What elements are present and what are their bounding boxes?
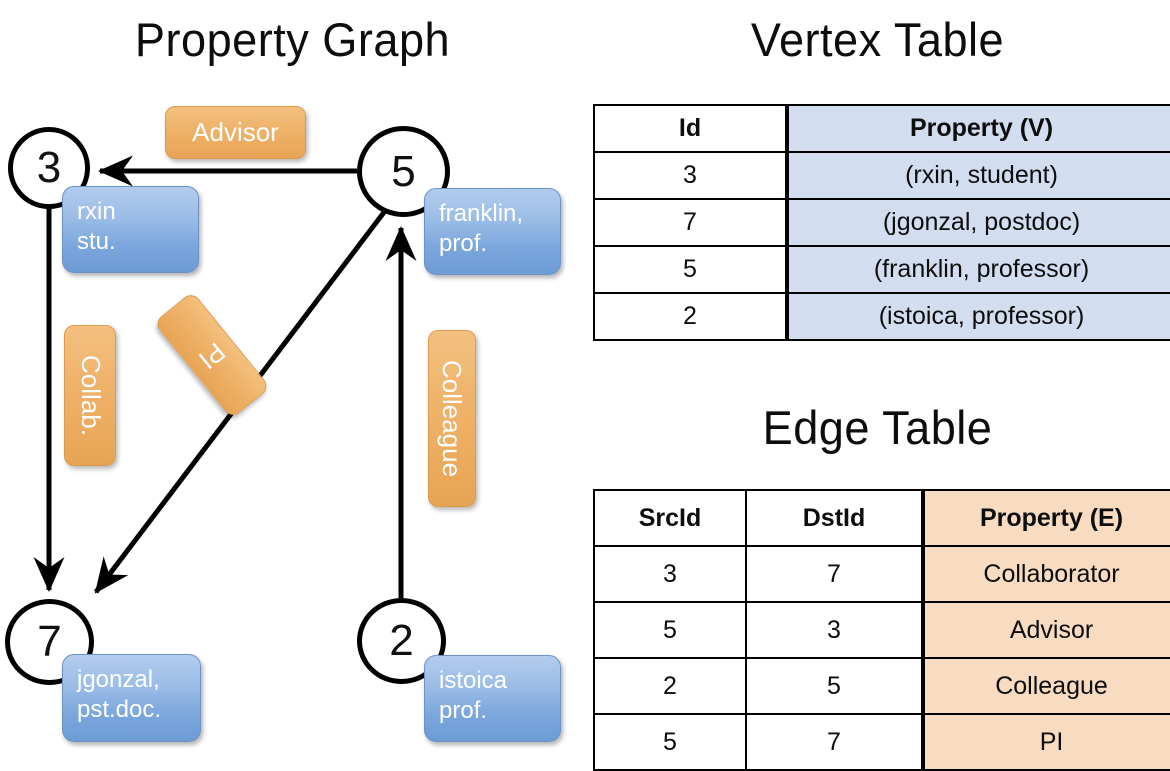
graph-node-5[interactable]: 5 (357, 126, 450, 217)
edge-label-collab[interactable]: Collab. (64, 325, 116, 466)
node-property-line1: istoica (439, 667, 508, 694)
cell-property: Colleague (921, 657, 1170, 715)
cell-dstid: 7 (745, 545, 924, 603)
node-property-line2: prof. (439, 230, 488, 257)
table-row[interactable]: 5 (franklin, professor) (593, 245, 1170, 294)
cell-dstid: 7 (745, 713, 924, 771)
cell-dstid: 3 (745, 601, 924, 659)
column-header-dstid: DstId (745, 489, 924, 547)
column-header-srcid: SrcId (593, 489, 747, 547)
node-property-line1: jgonzal, (77, 666, 160, 693)
edge-label-text: PI (193, 335, 232, 375)
table-row[interactable]: 5 3 Advisor (593, 601, 1170, 659)
edge-label-text: Advisor (192, 117, 279, 147)
table-row[interactable]: 7 (jgonzal, postdoc) (593, 198, 1170, 247)
cell-property: Collaborator (921, 545, 1170, 603)
cell-srcid: 3 (593, 545, 747, 603)
node-property-line1: rxin (77, 198, 116, 225)
node-property-box-7[interactable]: jgonzal, pst.doc. (62, 654, 201, 742)
node-property-line2: stu. (77, 228, 116, 255)
table-row[interactable]: 2 (istoica, professor) (593, 292, 1170, 341)
page-title-property-graph: Property Graph (134, 13, 451, 66)
node-property-line2: pst.doc. (77, 696, 162, 723)
cell-id: 7 (593, 198, 788, 247)
cell-srcid: 5 (593, 601, 747, 659)
cell-srcid: 2 (593, 657, 747, 715)
cell-srcid: 5 (593, 713, 747, 771)
node-property-line2: prof. (439, 697, 488, 724)
column-header-property: Property (E) (921, 489, 1170, 547)
cell-property: PI (921, 713, 1170, 771)
cell-property: Advisor (921, 601, 1170, 659)
cell-id: 3 (593, 151, 788, 200)
table-row[interactable]: 5 7 PI (593, 713, 1170, 771)
column-header-property: Property (V) (785, 104, 1170, 153)
edge-label-colleague[interactable]: Colleague (428, 330, 476, 507)
property-graph-panel: Property Graph 3 (0, 0, 585, 760)
node-property-box-2[interactable]: istoica prof. (424, 655, 561, 742)
table-header-row: SrcId DstId Property (E) (593, 489, 1170, 547)
cell-id: 5 (593, 245, 788, 294)
node-property-box-5[interactable]: franklin, prof. (424, 188, 561, 275)
cell-property: (franklin, professor) (785, 245, 1170, 294)
cell-property: (jgonzal, postdoc) (785, 198, 1170, 247)
cell-property: (rxin, student) (785, 151, 1170, 200)
edge-label-text: Colleague (437, 359, 468, 478)
edge-label-text: Collab. (75, 355, 106, 436)
table-row[interactable]: 3 (rxin, student) (593, 151, 1170, 200)
cell-property: (istoica, professor) (785, 292, 1170, 341)
edge-label-advisor[interactable]: Advisor (165, 106, 306, 159)
node-property-box-3[interactable]: rxin stu. (62, 186, 199, 273)
table-row[interactable]: 3 7 Collaborator (593, 545, 1170, 603)
page-title-vertex-table: Vertex Table (750, 13, 1005, 66)
node-property-line1: franklin, (439, 200, 524, 227)
cell-dstid: 5 (745, 657, 924, 715)
page-title-edge-table: Edge Table (762, 401, 993, 454)
graph-node-2[interactable]: 2 (357, 598, 446, 684)
table-header-row: Id Property (V) (593, 104, 1170, 153)
column-header-id: Id (593, 104, 788, 153)
table-row[interactable]: 2 5 Colleague (593, 657, 1170, 715)
edge-table: SrcId DstId Property (E) 3 7 Collaborato… (593, 489, 1170, 771)
vertex-table: Id Property (V) 3 (rxin, student) 7 (jgo… (593, 104, 1170, 341)
cell-id: 2 (593, 292, 788, 341)
